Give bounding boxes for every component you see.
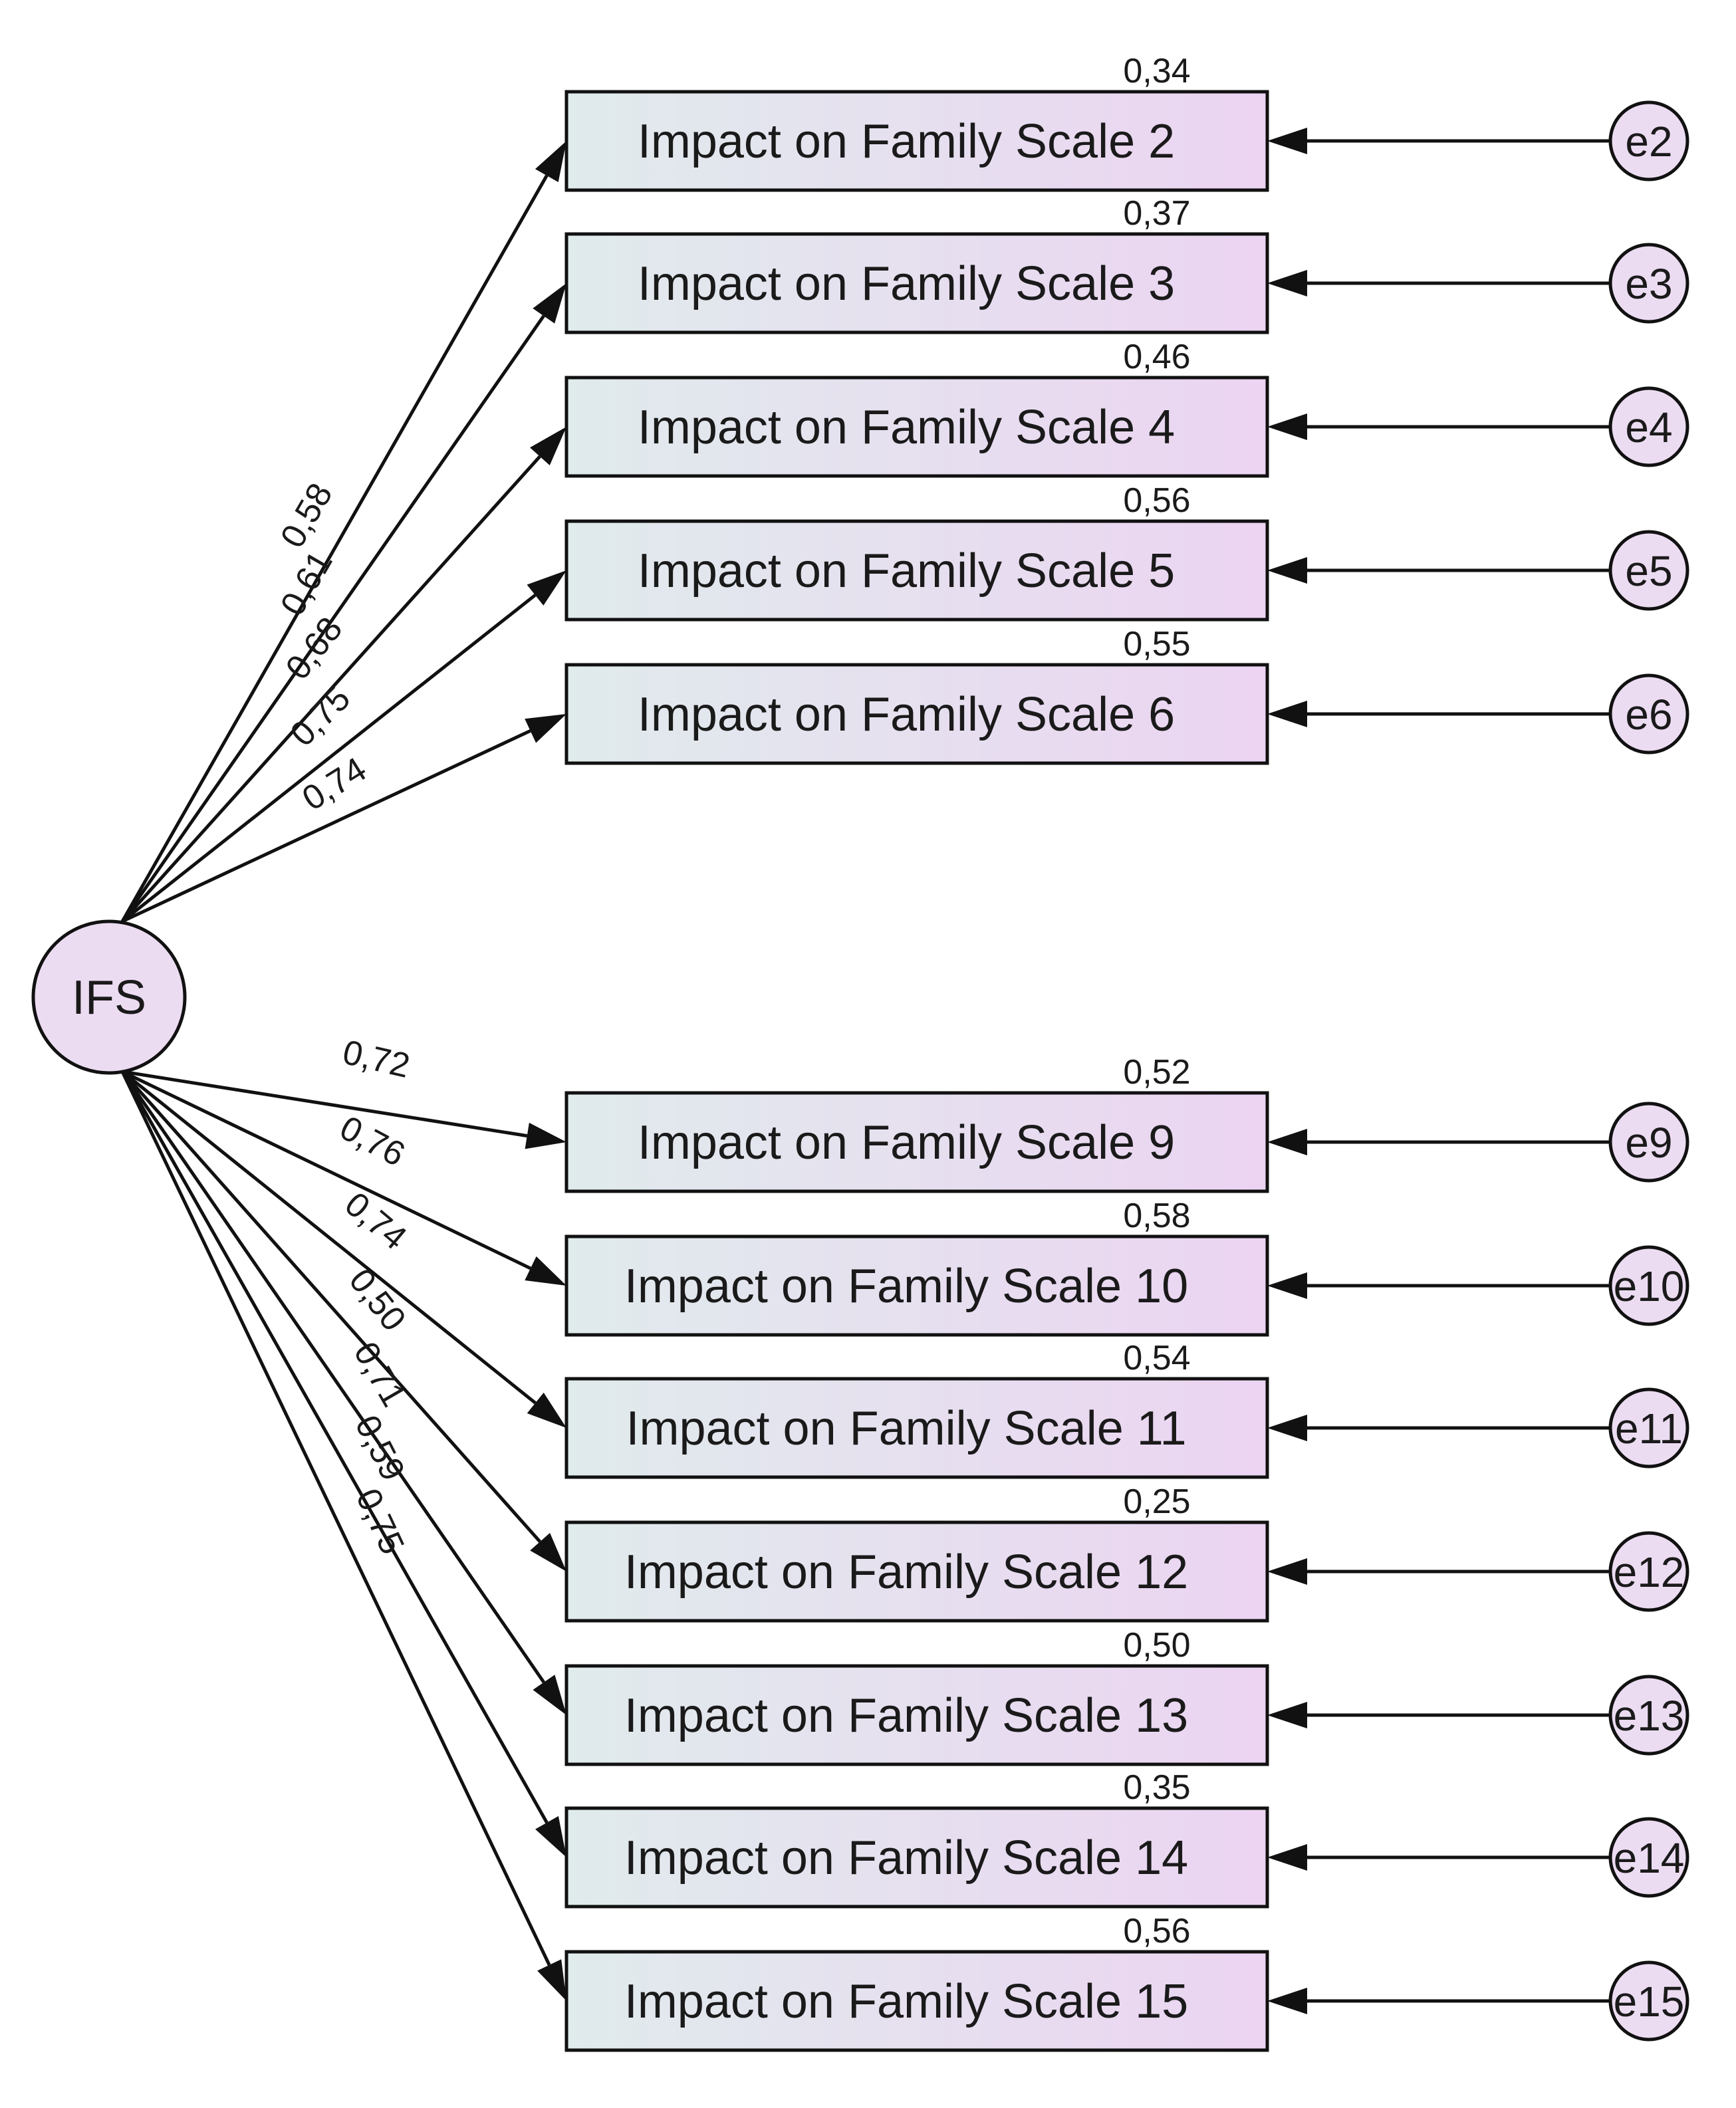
- observed-variable-label: Impact on Family Scale 2: [638, 115, 1175, 168]
- observed-variable-box: Impact on Family Scale 13: [564, 1664, 1269, 1766]
- error-term-node: e4: [1608, 386, 1689, 467]
- loading-path-e4: [121, 427, 566, 923]
- loading-path-e3: [120, 283, 566, 923]
- observed-variable-box: Impact on Family Scale 9: [564, 1091, 1269, 1193]
- r-squared-label: 0,52: [1123, 1053, 1190, 1092]
- error-path-e5: [1267, 557, 1610, 584]
- error-term-label: e14: [1614, 1834, 1685, 1882]
- error-term-label: e4: [1625, 404, 1672, 451]
- error-term-label: e2: [1625, 118, 1672, 166]
- error-path-e11: [1267, 1415, 1610, 1441]
- observed-variable-label: Impact on Family Scale 6: [638, 688, 1175, 741]
- r-squared-label: 0,56: [1123, 1912, 1190, 1950]
- error-term-label: e3: [1625, 260, 1672, 308]
- observed-variable-label: Impact on Family Scale 4: [638, 401, 1175, 454]
- r-squared-label: 0,37: [1123, 194, 1190, 233]
- loading-label: 0,58: [273, 477, 340, 554]
- error-term-label: e10: [1614, 1262, 1685, 1310]
- r-squared-label: 0,25: [1123, 1482, 1190, 1521]
- error-term-label: e12: [1614, 1548, 1685, 1596]
- error-path-e4: [1267, 413, 1610, 440]
- r-squared-label: 0,55: [1123, 625, 1190, 663]
- r-squared-label: 0,35: [1123, 1768, 1190, 1807]
- error-term-node: e15: [1608, 1960, 1689, 2042]
- loading-path-e15: [120, 1070, 566, 2001]
- observed-variable-label: Impact on Family Scale 12: [624, 1546, 1188, 1599]
- error-term-label: e6: [1625, 691, 1672, 739]
- loading-path-e6: [121, 714, 566, 923]
- error-term-node: e14: [1608, 1817, 1689, 1898]
- error-term-node: e2: [1608, 100, 1689, 181]
- loading-label: 0,76: [334, 1109, 412, 1175]
- latent-variable-label: IFS: [72, 971, 146, 1024]
- error-path-e3: [1267, 270, 1610, 296]
- error-path-e2: [1267, 128, 1610, 154]
- r-squared-label: 0,54: [1123, 1339, 1190, 1377]
- error-term-node: e11: [1608, 1387, 1689, 1468]
- loading-path-e2: [120, 141, 566, 923]
- observed-variable-label: Impact on Family Scale 13: [624, 1689, 1188, 1742]
- error-term-node: e6: [1608, 673, 1689, 755]
- observed-variable-box: Impact on Family Scale 5: [564, 519, 1269, 622]
- loading-label: 0,74: [338, 1185, 414, 1257]
- observed-variable-label: Impact on Family Scale 14: [624, 1831, 1188, 1885]
- error-term-label: e15: [1614, 1978, 1685, 2026]
- loading-label: 0,68: [279, 610, 350, 687]
- error-path-e12: [1267, 1558, 1610, 1585]
- r-squared-label: 0,34: [1123, 52, 1190, 90]
- error-term-node: e12: [1608, 1531, 1689, 1612]
- error-term-label: e11: [1615, 1405, 1683, 1453]
- loading-path-e9: [122, 1070, 566, 1149]
- observed-variable-box: Impact on Family Scale 10: [564, 1234, 1269, 1337]
- loading-path-e13: [120, 1070, 566, 1715]
- observed-variable-box: Impact on Family Scale 4: [564, 376, 1269, 478]
- error-term-node: e13: [1608, 1675, 1689, 1756]
- latent-variable-node: IFS: [31, 919, 187, 1075]
- observed-variable-box: Impact on Family Scale 12: [564, 1520, 1269, 1623]
- error-path-e15: [1267, 1988, 1610, 2014]
- error-path-e13: [1267, 1702, 1610, 1728]
- loading-label: 0,50: [341, 1262, 413, 1338]
- observed-variable-label: Impact on Family Scale 9: [638, 1116, 1175, 1169]
- loading-path-e11: [121, 1070, 566, 1428]
- error-term-label: e5: [1625, 547, 1672, 595]
- observed-variable-box: Impact on Family Scale 3: [564, 232, 1269, 334]
- r-squared-label: 0,58: [1123, 1197, 1190, 1235]
- r-squared-label: 0,50: [1123, 1626, 1190, 1665]
- loading-path-e14: [120, 1070, 566, 1857]
- observed-variable-box: Impact on Family Scale 14: [564, 1806, 1269, 1909]
- loading-label: 0,71: [346, 1336, 413, 1413]
- observed-variable-label: Impact on Family Scale 15: [624, 1975, 1188, 2028]
- observed-variable-label: Impact on Family Scale 11: [626, 1402, 1186, 1455]
- loading-path-e12: [121, 1070, 566, 1572]
- loading-label: 0,75: [348, 1483, 412, 1560]
- error-term-label: e9: [1625, 1119, 1672, 1167]
- error-term-node: e5: [1608, 530, 1689, 611]
- loading-path-e5: [121, 570, 566, 923]
- observed-variable-box: Impact on Family Scale 2: [564, 90, 1269, 192]
- error-path-e9: [1267, 1129, 1610, 1155]
- r-squared-label: 0,56: [1123, 481, 1190, 520]
- error-path-e14: [1267, 1844, 1610, 1871]
- error-term-label: e13: [1614, 1692, 1685, 1740]
- observed-variable-box: Impact on Family Scale 15: [564, 1950, 1269, 2052]
- observed-variable-label: Impact on Family Scale 10: [624, 1260, 1188, 1313]
- loading-label: 0,72: [339, 1033, 414, 1086]
- r-squared-label: 0,46: [1123, 338, 1190, 376]
- error-path-e6: [1267, 701, 1610, 727]
- observed-variable-label: Impact on Family Scale 3: [638, 257, 1175, 310]
- error-term-node: e9: [1608, 1102, 1689, 1183]
- observed-variable-box: Impact on Family Scale 11: [564, 1377, 1269, 1479]
- error-term-node: e10: [1608, 1245, 1689, 1326]
- loading-path-e10: [121, 1070, 566, 1286]
- observed-variable-box: Impact on Family Scale 6: [564, 663, 1269, 765]
- error-path-e10: [1267, 1272, 1610, 1299]
- error-term-node: e3: [1608, 243, 1689, 324]
- observed-variable-label: Impact on Family Scale 5: [638, 544, 1175, 598]
